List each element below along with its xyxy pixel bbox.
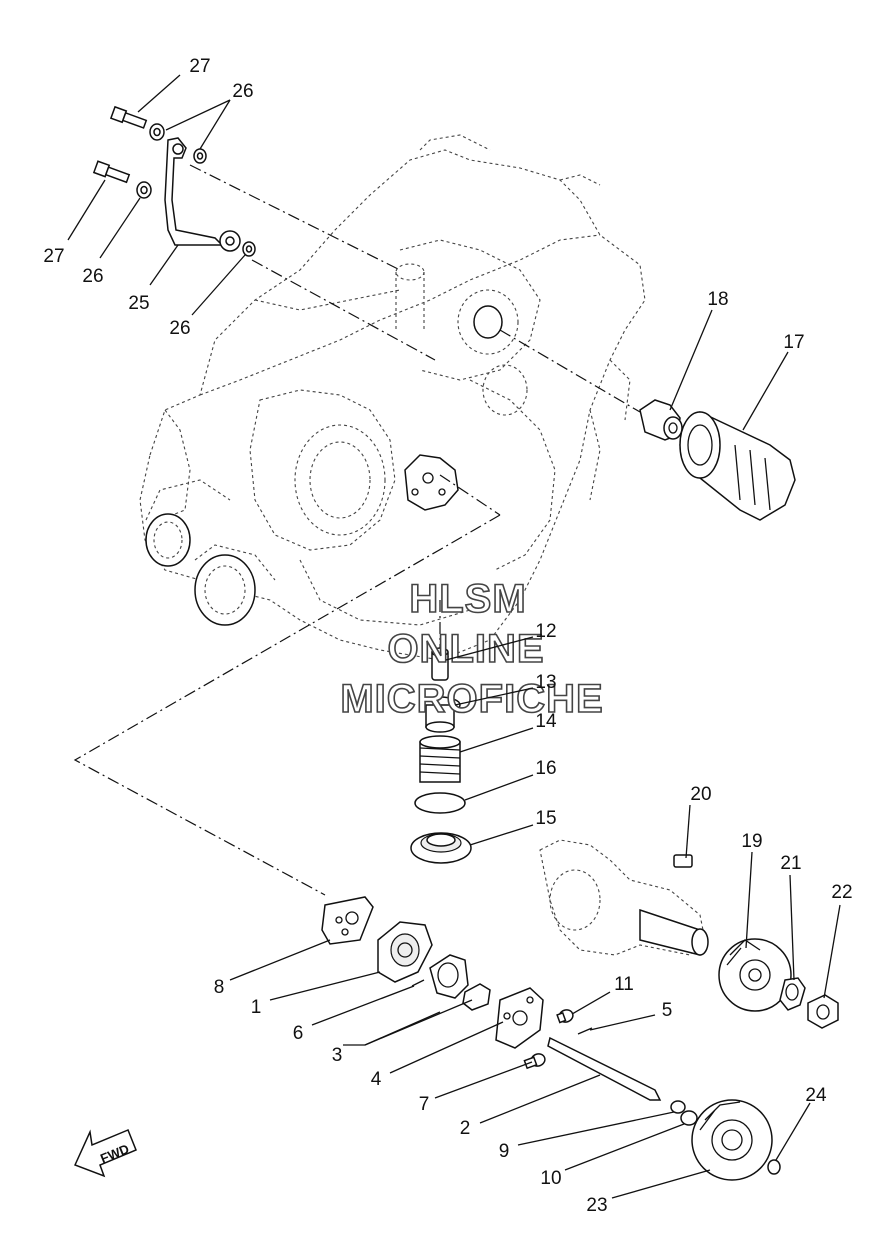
label-2: 2 — [460, 1118, 471, 1139]
label-25: 25 — [128, 293, 149, 314]
label-5: 5 — [662, 1000, 673, 1021]
label-6: 6 — [293, 1023, 304, 1044]
drive-gear — [718, 938, 792, 1012]
watermark: HLSM ONLINE MICROFICHE — [340, 576, 604, 722]
label-26-bottom: 26 — [169, 318, 190, 339]
bolt-upper — [109, 105, 148, 129]
oil-pump-group — [321, 896, 781, 1181]
label-9: 9 — [499, 1141, 510, 1162]
part-labels: 27 26 27 26 25 26 18 17 12 13 14 16 15 2… — [43, 56, 852, 1216]
oil-filter-group — [639, 399, 796, 521]
inner-rotor — [462, 983, 491, 1011]
label-23: 23 — [586, 1195, 607, 1216]
label-10: 10 — [540, 1168, 561, 1189]
label-17: 17 — [783, 332, 804, 353]
label-27-left: 27 — [43, 246, 64, 267]
screw-11 — [556, 1009, 574, 1024]
label-27-top: 27 — [189, 56, 210, 77]
svg-text:HLSM: HLSM — [409, 577, 526, 621]
svg-text:MICROFICHE: MICROFICHE — [340, 677, 603, 721]
label-18: 18 — [707, 289, 728, 310]
pin-6 — [411, 979, 425, 987]
label-8: 8 — [214, 977, 225, 998]
label-19: 19 — [741, 831, 762, 852]
label-20: 20 — [690, 784, 711, 805]
pump-shaft — [547, 1036, 662, 1101]
label-15: 15 — [535, 808, 556, 829]
fwd-arrow-icon: FWD — [73, 1129, 137, 1178]
nut — [807, 994, 839, 1029]
washer-10 — [680, 1110, 698, 1126]
label-21: 21 — [780, 853, 801, 874]
pin-5 — [577, 1027, 593, 1035]
label-1: 1 — [251, 997, 262, 1018]
gasket — [321, 896, 374, 945]
label-16: 16 — [535, 758, 556, 779]
oil-pipe — [164, 137, 224, 246]
svg-text:ONLINE: ONLINE — [387, 627, 544, 671]
label-3: 3 — [332, 1045, 343, 1066]
o-ring — [414, 792, 466, 814]
label-7: 7 — [419, 1094, 430, 1115]
label-26-left: 26 — [82, 266, 103, 287]
label-24: 24 — [805, 1085, 827, 1106]
lock-washer — [779, 977, 806, 1011]
label-12: 12 — [535, 621, 556, 642]
assembly-lines — [73, 164, 641, 896]
screw-7 — [523, 1053, 546, 1070]
label-26-top: 26 — [232, 81, 253, 102]
driven-gear — [691, 1099, 773, 1181]
circlip-9 — [670, 1100, 686, 1114]
label-22: 22 — [831, 882, 852, 903]
label-13: 13 — [535, 672, 556, 693]
pump-drive-group — [539, 839, 839, 1029]
relief-valve-group — [410, 647, 472, 864]
label-11: 11 — [614, 974, 634, 995]
circlip-24 — [767, 1159, 781, 1175]
bolt-lower — [92, 160, 131, 184]
oil-pipe-assembly — [92, 105, 256, 257]
label-4: 4 — [371, 1069, 382, 1090]
pump-body — [495, 987, 544, 1049]
leader-lines — [67, 74, 841, 1199]
key — [673, 854, 693, 868]
label-14: 14 — [535, 711, 557, 732]
outer-rotor — [429, 954, 469, 999]
crankcase-outline — [139, 134, 646, 661]
